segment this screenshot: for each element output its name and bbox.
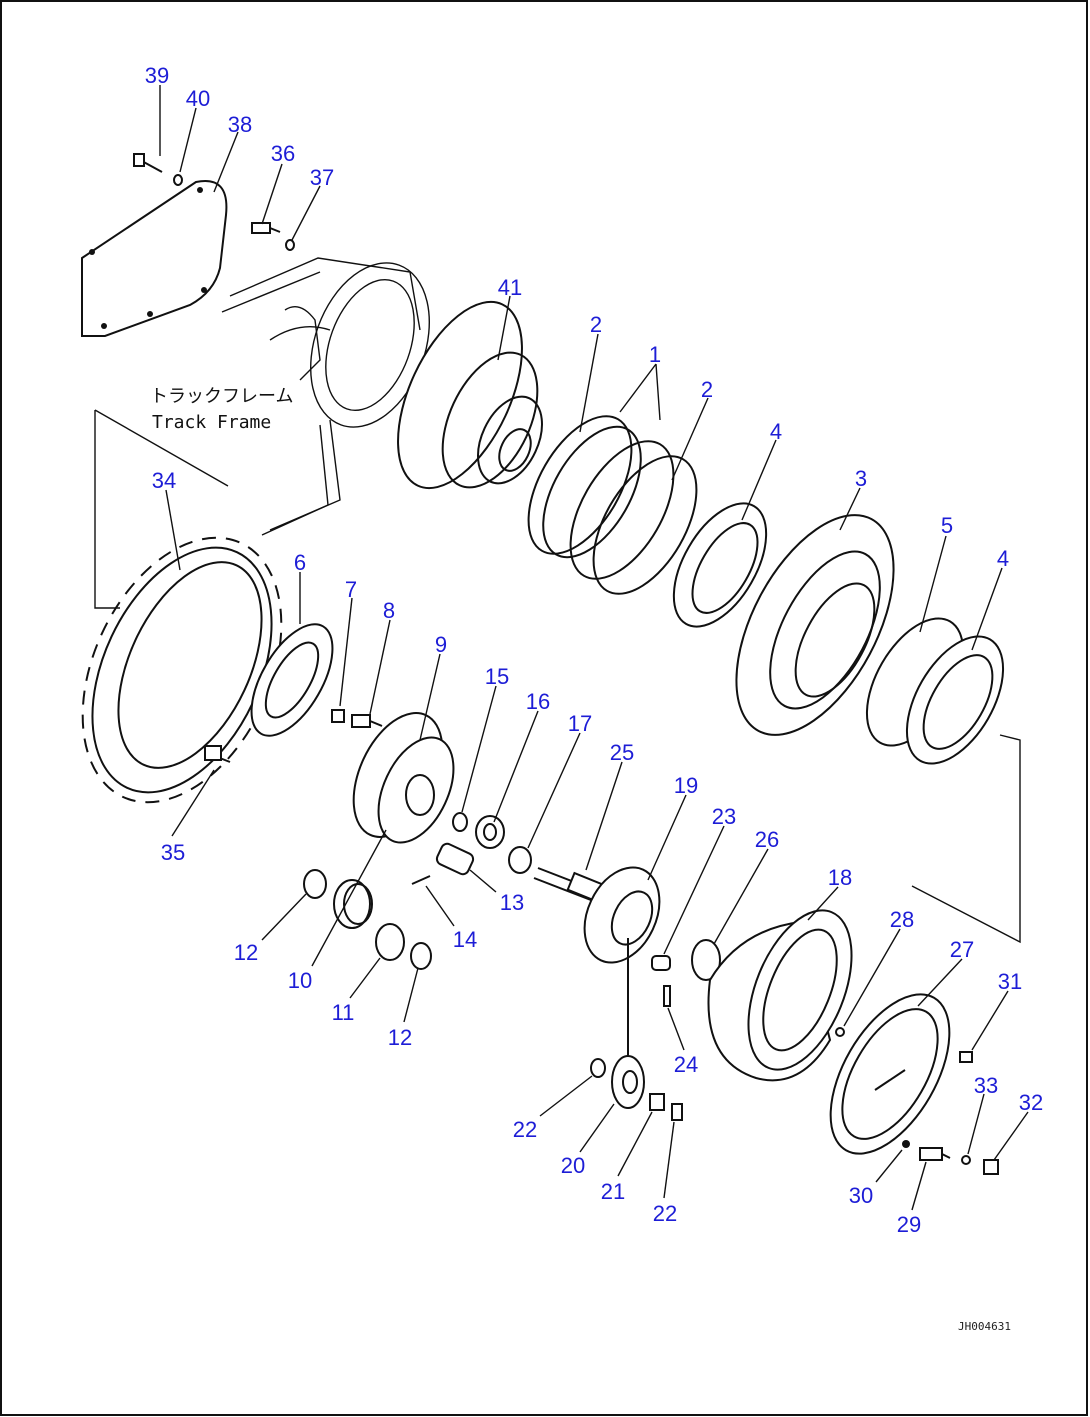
callout-labels: 3940383637412124354346789151617251923261… bbox=[145, 63, 1043, 1237]
callout-31: 31 bbox=[998, 969, 1022, 994]
reference-line-left bbox=[94, 409, 229, 609]
track-frame-label-en: Track Frame bbox=[152, 412, 271, 433]
snap-ring-22b bbox=[671, 1103, 683, 1121]
bearing-21 bbox=[649, 1093, 665, 1111]
bolt-8 bbox=[351, 714, 383, 728]
pin-14 bbox=[411, 875, 431, 885]
callout-35: 35 bbox=[161, 840, 185, 865]
planet-gear-20 bbox=[611, 938, 645, 1109]
callout-41: 41 bbox=[498, 275, 522, 300]
leader-lines bbox=[159, 85, 1029, 1211]
washer-26 bbox=[691, 939, 721, 981]
washer-30 bbox=[902, 1140, 910, 1148]
callout-15: 15 bbox=[485, 664, 509, 689]
callout-39: 39 bbox=[145, 63, 169, 88]
hub bbox=[735, 514, 895, 736]
callout-19: 19 bbox=[674, 773, 698, 798]
track-frame-label-jp: トラックフレーム bbox=[150, 386, 293, 407]
callout-17: 17 bbox=[568, 711, 592, 736]
callout-2: 2 bbox=[701, 377, 713, 402]
reference-line-right bbox=[911, 734, 1021, 944]
callout-28: 28 bbox=[890, 907, 914, 932]
callout-26: 26 bbox=[755, 827, 779, 852]
callout-27: 27 bbox=[950, 937, 974, 962]
floating-seal-rings bbox=[527, 415, 698, 595]
bearing-11 bbox=[375, 923, 405, 961]
snap-ring-22a bbox=[590, 1058, 606, 1078]
callout-36: 36 bbox=[271, 141, 295, 166]
shaft-13 bbox=[435, 842, 475, 876]
callout-4: 4 bbox=[997, 546, 1009, 571]
callout-16: 16 bbox=[526, 689, 550, 714]
figure-id: JH004631 bbox=[958, 1320, 1011, 1333]
callout-7: 7 bbox=[345, 577, 357, 602]
bolt-32 bbox=[983, 1159, 999, 1175]
callout-9: 9 bbox=[435, 632, 447, 657]
carrier-19 bbox=[583, 866, 661, 964]
callout-40: 40 bbox=[186, 86, 210, 111]
callout-5: 5 bbox=[941, 513, 953, 538]
callout-23: 23 bbox=[712, 804, 736, 829]
callout-1: 1 bbox=[649, 342, 661, 367]
callout-12: 12 bbox=[388, 1025, 412, 1050]
ring-15 bbox=[452, 812, 468, 832]
seal-ring bbox=[250, 623, 334, 737]
planetary-carrier bbox=[352, 712, 455, 844]
callout-34: 34 bbox=[152, 468, 176, 493]
bolt-29 bbox=[919, 1147, 951, 1161]
snap-ring-12b bbox=[410, 942, 432, 970]
callout-2: 2 bbox=[590, 312, 602, 337]
callout-4: 4 bbox=[770, 419, 782, 444]
bolt-31 bbox=[959, 1051, 973, 1063]
callout-18: 18 bbox=[828, 865, 852, 890]
callout-22: 22 bbox=[513, 1117, 537, 1142]
sprocket bbox=[81, 536, 283, 804]
callout-37: 37 bbox=[310, 165, 334, 190]
cover-plate bbox=[81, 153, 295, 337]
bearing-upper bbox=[672, 502, 768, 628]
callout-30: 30 bbox=[849, 1183, 873, 1208]
bearing-lower bbox=[865, 617, 1005, 765]
callout-33: 33 bbox=[974, 1073, 998, 1098]
callout-22: 22 bbox=[653, 1201, 677, 1226]
snap-ring-12a bbox=[303, 869, 327, 899]
gear-16 bbox=[475, 815, 505, 849]
callout-10: 10 bbox=[288, 968, 312, 993]
callout-6: 6 bbox=[294, 550, 306, 575]
callout-25: 25 bbox=[610, 740, 634, 765]
callout-11: 11 bbox=[332, 1000, 355, 1025]
callout-21: 21 bbox=[601, 1179, 625, 1204]
callout-29: 29 bbox=[897, 1212, 921, 1237]
pin-24 bbox=[663, 985, 671, 1007]
callout-24: 24 bbox=[674, 1052, 698, 1077]
plug-33 bbox=[961, 1155, 971, 1165]
motor-housing bbox=[397, 300, 543, 490]
callout-3: 3 bbox=[855, 466, 867, 491]
ball-28 bbox=[835, 1027, 845, 1037]
cover-27 bbox=[829, 993, 951, 1155]
washer-7 bbox=[331, 709, 345, 723]
callout-13: 13 bbox=[500, 890, 524, 915]
spacer-23 bbox=[651, 955, 671, 971]
oring-17 bbox=[508, 846, 532, 874]
callout-8: 8 bbox=[383, 598, 395, 623]
planet-gear-10 bbox=[333, 879, 373, 929]
callout-38: 38 bbox=[228, 112, 252, 137]
callout-14: 14 bbox=[453, 927, 477, 952]
callout-12: 12 bbox=[234, 940, 258, 965]
track-frame: トラックフレーム Track Frame bbox=[150, 257, 430, 536]
callout-20: 20 bbox=[561, 1153, 585, 1178]
ring-gear bbox=[707, 909, 853, 1082]
callout-32: 32 bbox=[1019, 1090, 1043, 1115]
